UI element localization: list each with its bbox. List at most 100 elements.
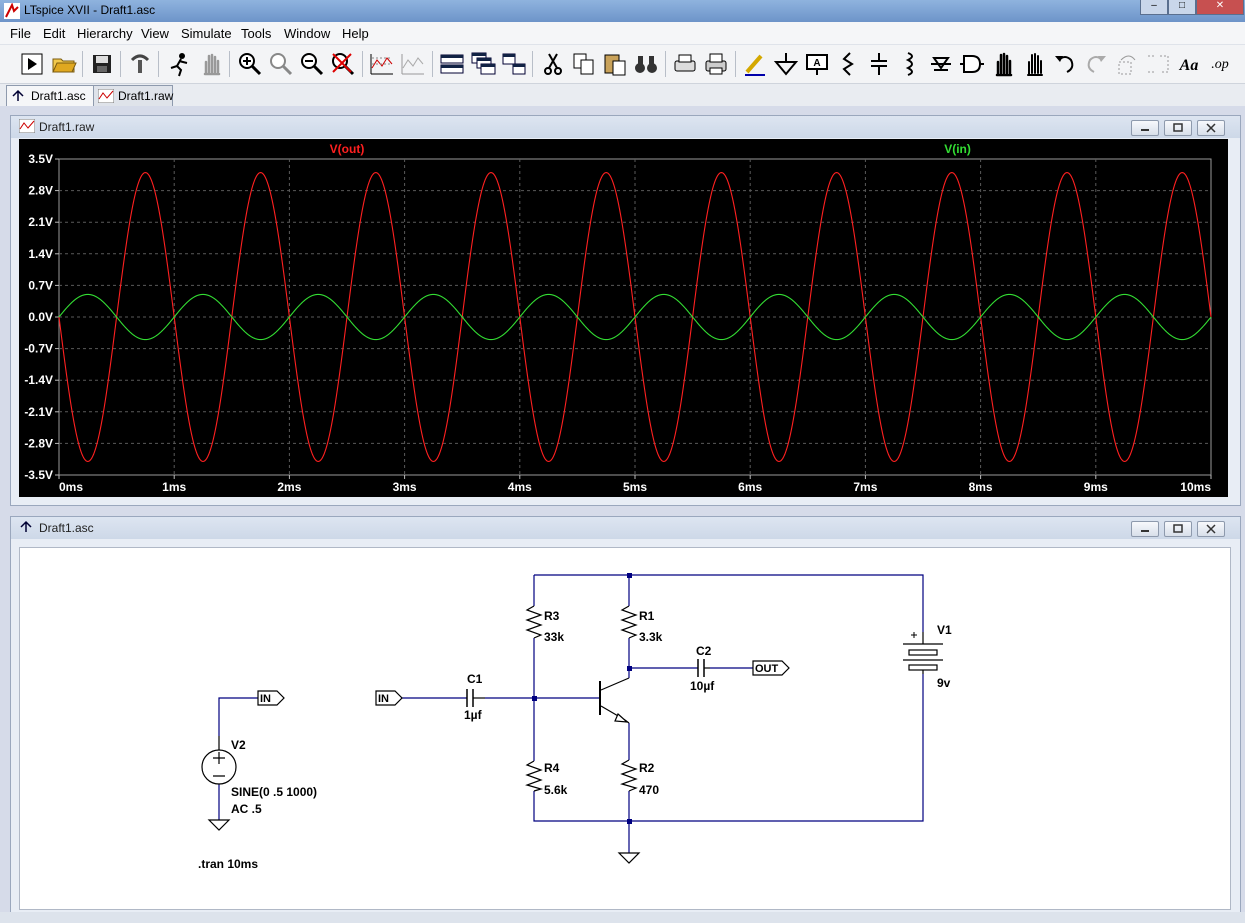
document-tabs: Draft1.asc Draft1.raw — [0, 84, 1245, 106]
rotate-icon[interactable] — [1113, 50, 1141, 78]
maximize-button[interactable]: □ — [1168, 0, 1196, 15]
menu-edit[interactable]: Edit — [43, 26, 66, 41]
junction-dots — [532, 573, 632, 824]
r2-resistor — [620, 759, 638, 792]
svg-text:SINE(0 .5 1000): SINE(0 .5 1000) — [231, 785, 317, 799]
hand-icon[interactable] — [197, 50, 225, 78]
zoom-cancel-icon[interactable] — [329, 50, 357, 78]
schematic-wires — [218, 574, 924, 853]
move-icon[interactable] — [989, 50, 1017, 78]
inductor-icon[interactable] — [896, 50, 924, 78]
schematic-close-button[interactable] — [1197, 521, 1225, 537]
zoom-out-icon[interactable] — [298, 50, 326, 78]
run-halt-icon[interactable] — [165, 50, 193, 78]
c1-capacitor — [466, 689, 485, 707]
paste-icon[interactable] — [601, 50, 629, 78]
waveform-close-button[interactable] — [1197, 120, 1225, 136]
y-tick-label: -2.1V — [24, 405, 53, 419]
y-tick-label: -0.7V — [24, 342, 53, 356]
cut-icon[interactable] — [539, 50, 567, 78]
drag-icon[interactable] — [1020, 50, 1048, 78]
resistor-icon[interactable] — [834, 50, 862, 78]
diode-icon[interactable] — [927, 50, 955, 78]
schematic-minimize-button[interactable] — [1131, 521, 1159, 537]
ground-icon[interactable] — [772, 50, 800, 78]
waveform-minimize-button[interactable] — [1131, 120, 1159, 136]
svg-text:R3: R3 — [544, 609, 560, 623]
menu-simulate[interactable]: Simulate — [181, 26, 232, 41]
print-icon[interactable] — [702, 50, 730, 78]
schematic-icon — [12, 89, 24, 101]
svg-text:C1: C1 — [467, 672, 483, 686]
tile-horizontal-icon[interactable] — [438, 50, 466, 78]
print-preview-icon[interactable] — [671, 50, 699, 78]
tab-draft1-asc[interactable]: Draft1.asc — [6, 85, 94, 106]
svg-text:C2: C2 — [696, 644, 712, 658]
zoom-in-icon[interactable] — [236, 50, 264, 78]
y-tick-label: 0.7V — [28, 278, 53, 292]
svg-text:R1: R1 — [639, 609, 655, 623]
tab-label: Draft1.raw — [118, 89, 174, 103]
window-title: LTspice XVII - Draft1.asc — [24, 3, 156, 17]
run-icon[interactable] — [18, 50, 46, 78]
menu-window[interactable]: Window — [284, 26, 331, 41]
close-button[interactable]: ✕ — [1196, 0, 1244, 15]
svg-text:IN: IN — [378, 693, 389, 705]
text-icon[interactable]: Aa — [1175, 50, 1203, 78]
svg-text:.tran 10ms: .tran 10ms — [198, 857, 258, 871]
tile-vertical-icon[interactable] — [500, 50, 528, 78]
autorange-icon[interactable] — [368, 50, 396, 78]
save-icon[interactable] — [88, 50, 116, 78]
legend-label-vin: V(in) — [944, 142, 971, 156]
find-icon[interactable] — [632, 50, 660, 78]
component-icon[interactable] — [958, 50, 986, 78]
minimize-button[interactable]: – — [1140, 0, 1168, 15]
menu-hierarchy[interactable]: Hierarchy — [77, 26, 133, 41]
undo-icon[interactable] — [1051, 50, 1079, 78]
spice-directive-icon[interactable]: .op — [1206, 50, 1234, 78]
y-tick-label: -1.4V — [24, 373, 53, 387]
schematic-window-caption: Draft1.asc — [39, 521, 94, 535]
capacitor-icon[interactable] — [865, 50, 893, 78]
label-icon[interactable]: A — [803, 50, 831, 78]
net-label-in-left: IN — [257, 690, 285, 706]
copy-icon[interactable] — [570, 50, 598, 78]
schematic-drawing[interactable]: IN IN OUT — [20, 548, 1230, 909]
open-icon[interactable] — [50, 50, 78, 78]
control-panel-icon[interactable] — [126, 50, 154, 78]
waveform-icon — [98, 89, 114, 103]
cascade-icon[interactable] — [469, 50, 497, 78]
menu-view[interactable]: View — [141, 26, 169, 41]
menu-tools[interactable]: Tools — [241, 26, 272, 41]
redo-icon[interactable] — [1082, 50, 1110, 78]
net-label-out: OUT — [752, 660, 790, 676]
tab-draft1-raw[interactable]: Draft1.raw — [93, 85, 173, 106]
menu-file[interactable]: File — [10, 26, 31, 41]
svg-text:A: A — [813, 58, 820, 69]
schematic-canvas[interactable]: IN IN OUT — [19, 547, 1231, 910]
svg-text:Aa: Aa — [1179, 57, 1199, 74]
svg-text:1µf: 1µf — [464, 708, 483, 722]
svg-text:V2: V2 — [231, 738, 246, 752]
component-labels: V2 SINE(0 .5 1000) AC .5 .tran 10ms C1 1… — [198, 609, 952, 871]
menu-help[interactable]: Help — [342, 26, 369, 41]
y-tick-label: 3.5V — [28, 152, 53, 166]
pick-traces-icon[interactable] — [399, 50, 427, 78]
waveform-restore-button[interactable] — [1164, 120, 1192, 136]
wire-icon[interactable] — [741, 50, 769, 78]
svg-text:3.3k: 3.3k — [639, 630, 663, 644]
r4-resistor — [525, 760, 544, 792]
x-tick-label: 8ms — [969, 480, 993, 494]
zoom-area-icon[interactable] — [267, 50, 295, 78]
svg-text:33k: 33k — [544, 630, 564, 644]
trace-vin — [58, 293, 1212, 341]
mirror-icon[interactable] — [1144, 50, 1172, 78]
svg-text:V1: V1 — [937, 623, 952, 637]
y-tick-label: 1.4V — [28, 247, 53, 261]
svg-text:9v: 9v — [937, 676, 951, 690]
schematic-restore-button[interactable] — [1164, 521, 1192, 537]
x-tick-label: 0ms — [59, 480, 83, 494]
x-tick-label: 5ms — [623, 480, 647, 494]
